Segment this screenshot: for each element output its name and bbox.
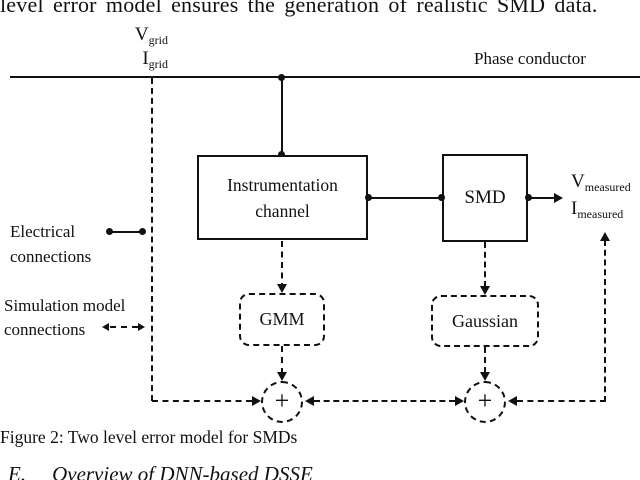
smd-gaussian-dashed-line [484, 242, 486, 287]
junction-dot [525, 194, 532, 201]
v-grid-label: Vgrid [134, 24, 168, 47]
arrow-right-icon [252, 396, 261, 406]
electrical-legend-line [109, 231, 143, 233]
simulation-legend-line [110, 326, 138, 328]
section-heading: E. Overview of DNN-based DSSE [8, 462, 313, 480]
figure-caption: Figure 2: Two level error model for SMDs [0, 427, 298, 447]
measured-labels: Vmeasured Imeasured [571, 168, 631, 222]
junction-dot [438, 194, 445, 201]
arrow-left-icon [508, 396, 517, 406]
sum-sum-dashed-line [314, 400, 455, 402]
tap-line [281, 77, 283, 156]
gaussian-sum-dashed-line [484, 347, 486, 373]
plus-icon: + [274, 386, 290, 415]
i-measured-label: Imeasured [571, 198, 624, 221]
arrow-up-icon [600, 232, 610, 241]
junction-dot [139, 228, 146, 235]
section-number: E. [8, 462, 27, 480]
arrow-down-icon [480, 372, 490, 381]
output-dashed-riser [604, 240, 606, 402]
arrow-down-icon [480, 286, 490, 295]
smd-output-line [528, 197, 555, 199]
plus-icon: + [477, 386, 493, 415]
instrumentation-channel-block: Instrumentation channel [197, 155, 368, 240]
arrow-right-icon [455, 396, 464, 406]
i-grid-label: Igrid [142, 48, 168, 71]
arrow-right-icon [554, 193, 563, 203]
junction-dot [278, 74, 285, 81]
section-title: Overview of DNN-based DSSE [52, 462, 313, 480]
arrow-left-icon [305, 396, 314, 406]
grid-sim-dashed-line [151, 78, 153, 401]
v-measured-label: Vmeasured [571, 171, 631, 194]
grid-tap-labels: Vgrid Igrid [100, 23, 168, 71]
gaussian-block: Gaussian [431, 295, 539, 347]
legend-simulation: Simulation model connections [4, 296, 126, 339]
arrow-down-icon [277, 284, 287, 293]
legend-electrical: Electrical connections [10, 222, 92, 266]
instr-gmm-dashed-line [281, 241, 283, 289]
instr-smd-line [368, 197, 442, 199]
gmm-sum-dashed-line [281, 346, 283, 374]
arrow-right-icon [138, 323, 145, 331]
arrow-left-icon [102, 323, 109, 331]
junction-dot [365, 194, 372, 201]
grid-sim-dashed-line-bottom [152, 400, 252, 402]
sum-output-dashed-line [517, 400, 606, 402]
summation-node-right: + [464, 381, 506, 423]
paragraph-fragment: level error model ensures the generation… [0, 0, 598, 17]
junction-dot [106, 228, 113, 235]
arrow-down-icon [277, 372, 287, 381]
smd-block: SMD [442, 154, 528, 242]
phase-conductor-label: Phase conductor [474, 49, 586, 68]
summation-node-left: + [261, 381, 303, 423]
junction-dot [278, 151, 285, 158]
phase-conductor-line [10, 76, 640, 78]
gmm-block: GMM [239, 293, 325, 346]
